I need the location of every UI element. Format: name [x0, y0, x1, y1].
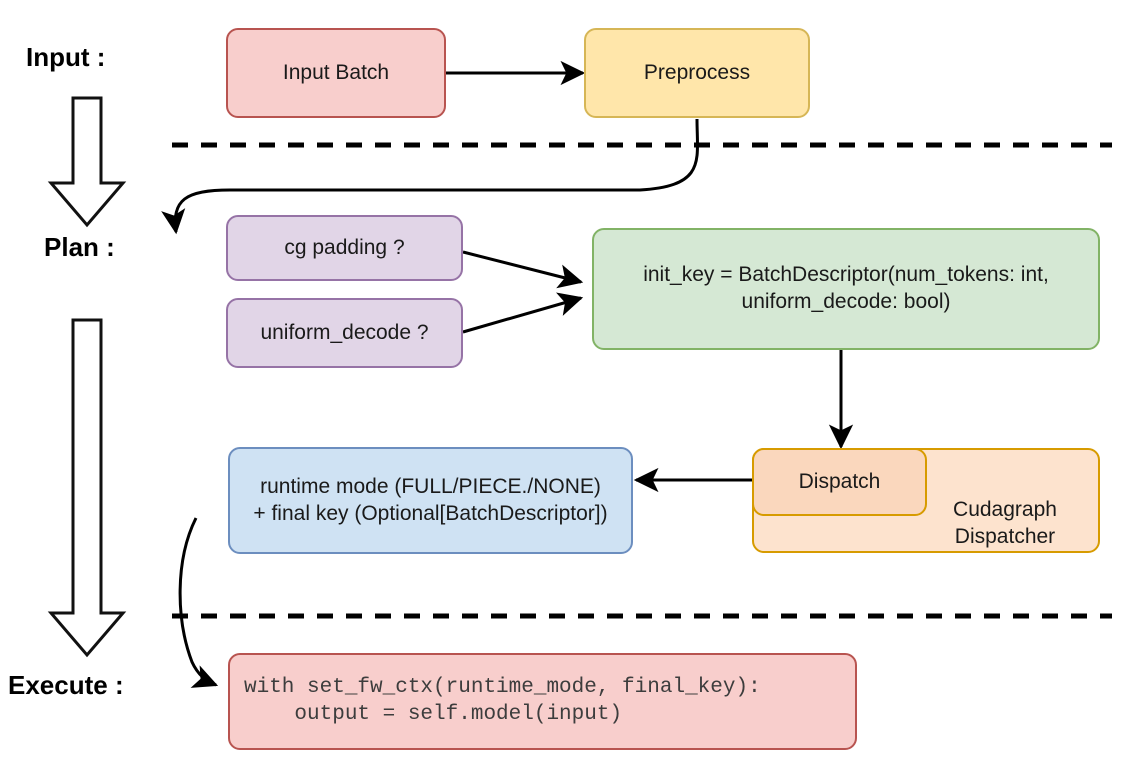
plan-to-execute-arrow	[47, 318, 127, 658]
node-init-key[interactable]: init_key = BatchDescriptor(num_tokens: i…	[592, 228, 1100, 350]
lane-label-plan: Plan :	[44, 232, 115, 262]
node-dispatch[interactable]: Dispatch	[752, 448, 927, 516]
node-code-block-line1: with set_fw_ctx(runtime_mode, final_key)…	[244, 675, 761, 699]
lane-label-execute: Execute :	[8, 670, 124, 700]
node-runtime-mode-line1: runtime mode (FULL/PIECE./NONE)	[260, 474, 601, 498]
node-uniform-decode-label: uniform_decode ?	[260, 320, 429, 344]
node-code-block-line2: output = self.model(input)	[244, 702, 623, 726]
node-preprocess-label: Preprocess	[643, 60, 751, 84]
node-code-block[interactable]: with set_fw_ctx(runtime_mode, final_key)…	[228, 653, 857, 750]
input-to-plan-arrow	[47, 96, 127, 228]
connector-uniformdecode-initkey	[462, 292, 584, 334]
node-uniform-decode[interactable]: uniform_decode ?	[226, 298, 463, 368]
node-runtime-mode[interactable]: runtime mode (FULL/PIECE./NONE) + final …	[228, 447, 633, 554]
node-init-key-line1: init_key = BatchDescriptor(num_tokens: i…	[643, 263, 1049, 287]
node-cudagraph-dispatcher-line1: Cudagraph	[953, 498, 1057, 522]
node-cudagraph-dispatcher-text: Cudagraph Dispatcher	[934, 475, 1098, 551]
lane-label-input: Input :	[26, 42, 106, 72]
node-cg-padding-label: cg padding ?	[284, 235, 405, 259]
connector-preprocess-cgpadding	[161, 118, 700, 235]
node-init-key-line2: uniform_decode: bool)	[741, 290, 951, 313]
node-preprocess[interactable]: Preprocess	[584, 28, 810, 118]
node-dispatch-label: Dispatch	[798, 469, 881, 493]
node-input-batch-label: Input Batch	[282, 60, 390, 84]
node-cudagraph-dispatcher-line2: Dispatcher	[954, 525, 1056, 549]
node-cg-padding[interactable]: cg padding ?	[226, 215, 463, 281]
connector-cgpadding-initkey	[462, 250, 584, 289]
code-lines: with set_fw_ctx(runtime_mode, final_key)…	[244, 675, 761, 729]
node-input-batch[interactable]: Input Batch	[226, 28, 446, 118]
node-runtime-mode-line2: + final key (Optional[BatchDescriptor])	[253, 501, 608, 525]
connector-runtimemode-codeblock	[178, 517, 219, 688]
